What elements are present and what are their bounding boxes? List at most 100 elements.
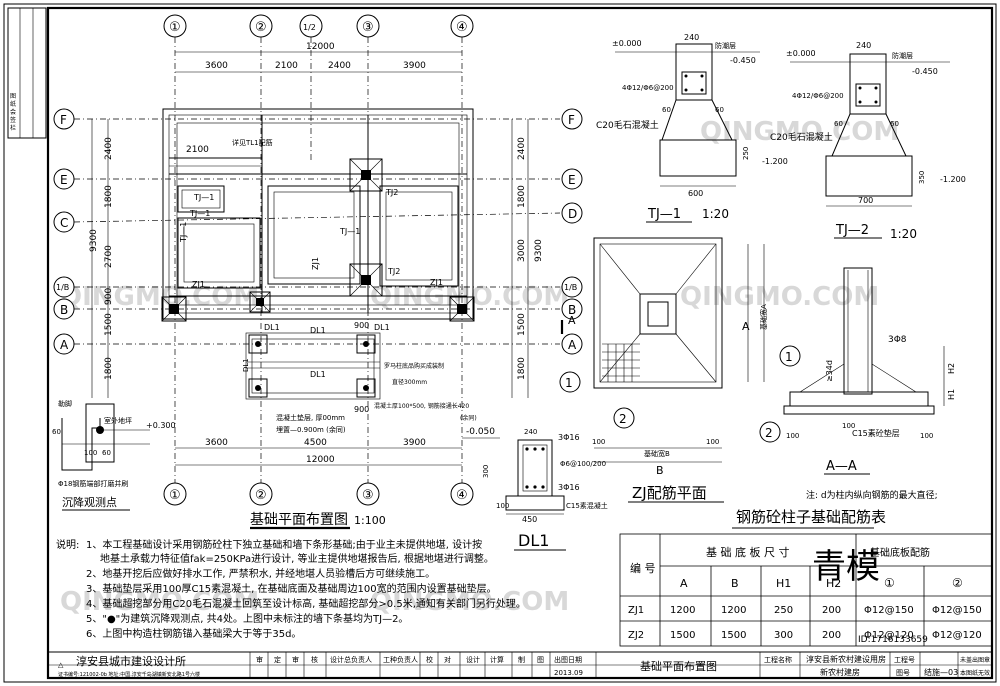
dim-top-total: 12000 bbox=[306, 42, 335, 52]
zj-rebar-plan: A 基础宽A A 1 2 100 100 基础宽B B ZJ配筋平面 bbox=[559, 237, 768, 503]
tj2-title: TJ—2 bbox=[835, 223, 869, 238]
dim-left-span: 2700 bbox=[104, 245, 114, 268]
aa-dim: 100 bbox=[920, 432, 933, 440]
axis-label: ② bbox=[255, 488, 267, 503]
tj2-dim: 60 bbox=[890, 120, 899, 128]
dl1-pad: C15素混凝土 bbox=[566, 501, 608, 510]
dim-bottom-span: 3600 bbox=[205, 438, 228, 448]
axis-label: A bbox=[60, 338, 69, 352]
zj-dim: 100 bbox=[592, 438, 605, 446]
dl1-section: 3Φ16 3Φ16 Φ6@100/200 C15素混凝土 300 100 240… bbox=[482, 428, 608, 551]
plan-inner-dim: 2100 bbox=[186, 145, 209, 155]
note-line: 5、"●"为建筑沉降观测点, 共4处。上图中未标注的墙下条基均为TJ—2。 bbox=[86, 612, 408, 625]
plan-label-zj1: ZJ1 bbox=[430, 278, 443, 287]
table-cell: 1200 bbox=[721, 605, 746, 616]
watermark: QINGMO.COM bbox=[680, 282, 879, 312]
tj1-base: 600 bbox=[688, 189, 703, 198]
table-cell: Φ12@150 bbox=[864, 605, 914, 616]
plan-label-zj1: ZJ1 bbox=[192, 280, 205, 289]
tj1-width: 240 bbox=[684, 33, 699, 42]
plan-note-pile: 罗马柱底品购买成装制 bbox=[384, 362, 444, 370]
dim-bottom-span: 4500 bbox=[304, 438, 327, 448]
title-drawno-label: 工程号 bbox=[894, 655, 915, 664]
dl1-dim: 300 bbox=[482, 465, 490, 478]
tj2-concrete: C20毛石混凝土 bbox=[770, 131, 833, 143]
zj-dim: 基础宽B bbox=[644, 449, 670, 458]
plan-label-dl1: DL1 bbox=[374, 323, 390, 332]
axis-label: 1/B bbox=[56, 283, 69, 292]
dim-right-span: 1800 bbox=[517, 185, 527, 208]
title-institute: 淳安县城市建设设计所 bbox=[76, 654, 186, 668]
dim-top-span: 2400 bbox=[328, 61, 351, 71]
tj1-title: TJ—1 bbox=[647, 207, 681, 222]
title-stamp: 本图纸无效 bbox=[960, 669, 990, 677]
side-stamp-char: 签 bbox=[10, 116, 16, 124]
axis-label: ③ bbox=[362, 488, 374, 503]
dim-top-span: 3600 bbox=[205, 61, 228, 71]
axis-label: D bbox=[568, 207, 577, 221]
dim-right-span: 3000 bbox=[517, 239, 527, 262]
zj-mark: 2 bbox=[619, 412, 627, 426]
title-role: 核 bbox=[311, 655, 318, 664]
axis-label: B bbox=[60, 303, 68, 317]
plan-label-dl1: DL1 bbox=[310, 370, 326, 379]
aa-note: 注: d为柱内纵向钢筋的最大直径; bbox=[806, 489, 938, 501]
table-head: 基 础 底 板 尺 寸 bbox=[706, 545, 789, 559]
dim-bottom-total: 12000 bbox=[306, 455, 335, 465]
title-cert: 证书编号:121002-0b 地址:中国.淳安千岛湖镇新安北路1号六楼 bbox=[58, 671, 200, 678]
settle-dim: 60 bbox=[52, 428, 61, 436]
watermark: QINGMO.COM bbox=[700, 117, 899, 147]
settle-dim: 100 bbox=[84, 449, 97, 457]
tj1-elev: -0.450 bbox=[730, 56, 756, 65]
table-cell: Φ12@120 bbox=[932, 630, 982, 641]
dl1-dim: 450 bbox=[522, 515, 537, 524]
dl1-dim: 100 bbox=[496, 502, 509, 510]
settle-dim: 60 bbox=[102, 449, 111, 457]
zj-dim: A bbox=[742, 320, 750, 333]
dim-left-span: 1800 bbox=[104, 185, 114, 208]
dim-left-span: 1800 bbox=[104, 357, 114, 380]
note-line: 1、本工程基础设计采用钢筋砼柱下独立基础和墙下条形基础;由于业主未提供地堪, 设… bbox=[86, 538, 482, 551]
table-cell: Φ12@120 bbox=[864, 630, 914, 641]
title-role: 制 bbox=[518, 655, 525, 664]
tj1-dim: 60 bbox=[662, 106, 671, 114]
dim-left-span: 2400 bbox=[104, 137, 114, 160]
tj2-width: 240 bbox=[856, 41, 871, 50]
title-stamp: 未盖出图章 bbox=[960, 656, 990, 664]
side-stamp-char: 栏 bbox=[10, 124, 16, 132]
table-col: B bbox=[731, 577, 739, 590]
aa-dim: 100 bbox=[786, 432, 799, 440]
title-date: 2013.09 bbox=[554, 669, 583, 677]
title-subproject: 新农村建房 bbox=[820, 667, 860, 677]
title-block: △ 淳安县城市建设设计所 证书编号:121002-0b 地址:中国.淳安千岛湖镇… bbox=[47, 651, 993, 679]
dl1-title: DL1 bbox=[518, 531, 549, 550]
tj2-dim: 350 bbox=[918, 171, 926, 184]
dl1-stirrup: Φ6@100/200 bbox=[560, 460, 606, 468]
watermark: QINGMO.COM bbox=[370, 587, 569, 617]
aa-mark: 2 bbox=[765, 426, 773, 440]
title-project: 淳安县新农村建设用房 bbox=[806, 654, 886, 664]
table-head: 基础底板配筋 bbox=[870, 546, 930, 559]
plan-label-tl1: 详见TL1配筋 bbox=[232, 138, 273, 147]
tj2-dpc: 防潮层 bbox=[892, 51, 913, 60]
dim-top-span: 2100 bbox=[275, 61, 298, 71]
tj1-dim: 250 bbox=[742, 147, 750, 160]
dl1-dim: 240 bbox=[524, 428, 537, 436]
plan-label-dl1: DL1 bbox=[310, 326, 326, 335]
table-col: ② bbox=[952, 576, 963, 590]
plan-label-tj1: TJ—1 bbox=[193, 193, 214, 202]
table-cell: Φ12@150 bbox=[932, 605, 982, 616]
aa-section: 3Φ8 ≥34d H2 H1 C15素砼垫层 100 100 100 1 2 A… bbox=[759, 267, 956, 501]
tj2-dim: 60 bbox=[834, 120, 843, 128]
plan-elev: -0.050 bbox=[466, 427, 495, 437]
axis-label: B bbox=[568, 303, 576, 317]
zj-dim: B bbox=[656, 464, 664, 477]
axis-bubbles-right: F E D 1/B B A bbox=[561, 108, 583, 355]
plan-label-tj1: TJ—1 bbox=[339, 227, 360, 236]
table-title: 钢筋砼柱子基础配筋表 bbox=[736, 508, 886, 526]
plan-scale: 1:100 bbox=[354, 514, 386, 527]
title-role: 审 bbox=[256, 655, 263, 664]
tj2-elev: ±0.000 bbox=[786, 49, 816, 58]
plan-label-zj1: ZJ1 bbox=[311, 257, 320, 270]
